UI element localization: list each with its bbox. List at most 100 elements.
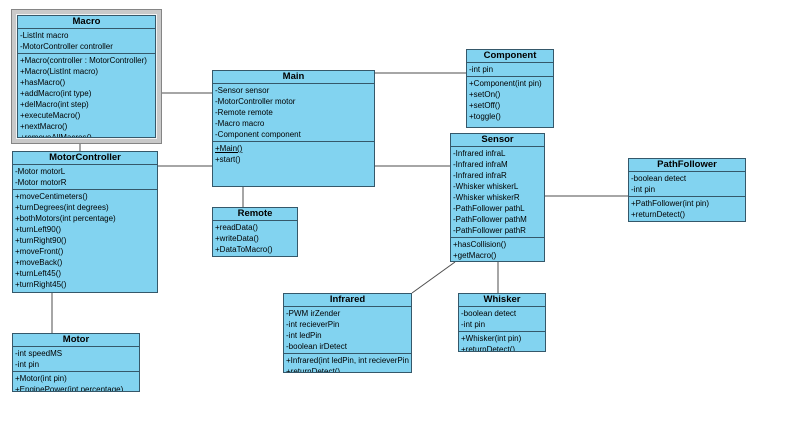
method-row: +turnLeft45() xyxy=(15,269,62,278)
attribute-row: -int speedMS xyxy=(15,349,63,358)
attribute-row: -Infrared infraM xyxy=(453,160,508,169)
class-title-main: Main xyxy=(213,71,374,84)
method-row: +Macro(ListInt macro) xyxy=(20,67,99,76)
method-row: +removeAllMacros() xyxy=(20,133,92,138)
class-macro[interactable]: Macro -ListInt macro -MotorController cont… xyxy=(17,15,156,138)
class-pathfollower-attributes: -boolean detect -int pin xyxy=(629,172,745,197)
class-component-attributes: -int pin xyxy=(467,63,553,77)
class-motorcontroller-attributes: -Motor motorL -Motor motorR xyxy=(13,165,157,190)
attribute-row: -Motor motorL xyxy=(15,167,66,176)
method-row: +turnRight45() xyxy=(15,280,67,289)
class-sensor-methods: +hasCollision() +getMacro() xyxy=(451,238,544,261)
attribute-row: -Whisker whiskerR xyxy=(453,193,520,202)
method-row: +turnLeft90() xyxy=(15,225,62,234)
attribute-row: -MotorController controller xyxy=(20,42,113,51)
attribute-row: -Sensor sensor xyxy=(215,86,270,95)
method-row: +start() xyxy=(215,155,241,164)
class-title-macro: Macro xyxy=(18,16,155,29)
attribute-row: -Whisker whiskerL xyxy=(453,182,519,191)
class-remote-methods: +readData() +writeData() +DataToMacro() xyxy=(213,221,297,256)
class-infrared-attributes: -PWM irZender -int recieverPin -int ledPin… xyxy=(284,307,411,354)
class-sensor[interactable]: Sensor-Infrared infraL-Infrared infraM-I… xyxy=(450,133,545,262)
attribute-row: -Infrared infraL xyxy=(453,149,506,158)
method-row: +addMacro(int type) xyxy=(20,89,92,98)
class-remote[interactable]: Remote +readData() +writeData() +DataToMacr… xyxy=(212,207,298,257)
class-pathfollower[interactable]: PathFollower -boolean detect -int pin +Path… xyxy=(628,158,746,222)
method-row: +moveCentimeters() xyxy=(15,192,88,201)
class-main-methods: +Main() +start() xyxy=(213,142,374,186)
attribute-row: -Infrared infraR xyxy=(453,171,507,180)
class-whisker[interactable]: Whisker-boolean detect-int pin+Whisker(i… xyxy=(458,293,546,352)
method-row: +DataToMacro() xyxy=(215,245,273,254)
class-infrared-methods: +Infrared(int ledPin, int recieverPin) +r… xyxy=(284,354,411,373)
attribute-row: -int ledPin xyxy=(286,331,322,340)
class-component-methods: +Component(int pin)+setOn()+setOff()+tog… xyxy=(467,77,553,127)
class-title-infrared: Infrared xyxy=(284,294,411,307)
class-motor-attributes: -int speedMS -int pin xyxy=(13,347,139,372)
method-row: +PathFollower(int pin) xyxy=(631,199,710,208)
class-main[interactable]: Main -Sensor sensor -MotorController motor… xyxy=(212,70,375,187)
class-main-attributes: -Sensor sensor-MotorController motor-Rem… xyxy=(213,84,374,142)
method-row: +executeMacro() xyxy=(20,111,81,120)
attribute-row: -PathFollower pathM xyxy=(453,215,527,224)
attribute-row: -int pin xyxy=(15,360,40,369)
method-row: +Macro(controller : MotorController) xyxy=(20,56,147,65)
attribute-row: -int recieverPin xyxy=(286,320,340,329)
attribute-row: -boolean irDetect xyxy=(286,342,347,351)
method-row: +Motor(int pin) xyxy=(15,374,67,383)
class-whisker-methods: +Whisker(int pin) +returnDetect() xyxy=(459,332,545,352)
attribute-row: -int pin xyxy=(631,185,656,194)
method-row: +returnDetect() xyxy=(286,367,341,373)
method-row: +Main() xyxy=(215,144,243,153)
method-row: +hasCollision() xyxy=(453,240,507,249)
method-row: +setOff() xyxy=(469,101,501,110)
class-motorcontroller[interactable]: MotorController-Motor motorL-Motor motor… xyxy=(12,151,158,293)
class-infrared[interactable]: Infrared -PWM irZender -int recieverPin -in… xyxy=(283,293,412,373)
attribute-row: -int pin xyxy=(469,65,494,74)
method-row: +moveFront() xyxy=(15,247,64,256)
method-row: +readData() xyxy=(215,223,258,232)
class-title-motorcontroller: MotorController xyxy=(13,152,157,165)
method-row: +writeData() xyxy=(215,234,259,243)
class-motorcontroller-methods: +moveCentimeters()+turnDegrees(int degre… xyxy=(13,190,157,292)
method-row: +Infrared(int ledPin, int recieverPin) xyxy=(286,356,409,365)
method-row: +getMacro() xyxy=(453,251,497,260)
class-macro-methods: +Macro(controller : MotorController) +Mac… xyxy=(18,54,155,138)
method-row: +EnginePower(int percentage) xyxy=(15,385,124,392)
attribute-row: -boolean detect xyxy=(631,174,687,183)
class-component[interactable]: Component-int pin+Component(int pin)+set… xyxy=(466,49,554,128)
attribute-row: -PWM irZender xyxy=(286,309,341,318)
class-title-whisker: Whisker xyxy=(459,294,545,307)
class-title-component: Component xyxy=(467,50,553,63)
method-row: +Whisker(int pin) xyxy=(461,334,522,343)
class-motor[interactable]: Motor -int speedMS -int pin +Motor(int pin)… xyxy=(12,333,140,392)
class-title-remote: Remote xyxy=(213,208,297,221)
attribute-row: -ListInt macro xyxy=(20,31,69,40)
method-row: +moveBack() xyxy=(15,258,63,267)
class-macro-attributes: -ListInt macro -MotorController controlle… xyxy=(18,29,155,54)
attribute-row: -Motor motorR xyxy=(15,178,67,187)
class-title-motor: Motor xyxy=(13,334,139,347)
method-row: +returnDetect() xyxy=(461,345,516,352)
method-row: +toggle() xyxy=(469,112,501,121)
attribute-row: -boolean detect xyxy=(461,309,517,318)
method-row: +returnDetect() xyxy=(631,210,686,219)
connector-sensor-infrared[interactable] xyxy=(411,261,456,294)
class-title-sensor: Sensor xyxy=(451,134,544,147)
class-whisker-attributes: -boolean detect-int pin xyxy=(459,307,545,332)
class-sensor-attributes: -Infrared infraL -Infrared infraM -Infrare… xyxy=(451,147,544,238)
method-row: +turnRight90() xyxy=(15,236,67,245)
class-pathfollower-methods: +PathFollower(int pin) +returnDetect() xyxy=(629,197,745,221)
attribute-row: -Macro macro xyxy=(215,119,265,128)
method-row: +delMacro(int step) xyxy=(20,100,89,109)
class-title-pathfollower: PathFollower xyxy=(629,159,745,172)
attribute-row: -Component component xyxy=(215,130,301,139)
class-motor-methods: +Motor(int pin) +EnginePower(int percenta… xyxy=(13,372,139,392)
attribute-row: -MotorController motor xyxy=(215,97,296,106)
method-row: +setOn() xyxy=(469,90,501,99)
method-row: +nextMacro() xyxy=(20,122,68,131)
attribute-row: -PathFollower pathL xyxy=(453,204,525,213)
method-row: +hasMacro() xyxy=(20,78,66,87)
